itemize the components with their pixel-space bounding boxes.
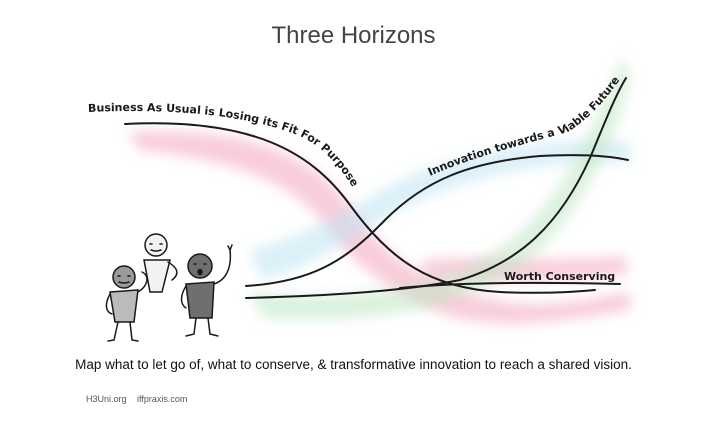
horizon-2-label: Worth Conserving: [504, 270, 615, 283]
horizon-1-curve: [124, 122, 596, 294]
horizon-2-band: [250, 56, 630, 320]
person-middle-figure: [143, 233, 178, 293]
horizon-3-curve: [245, 154, 629, 287]
slide-title: Three Horizons: [271, 22, 436, 49]
worth-conserving-curve: [399, 281, 621, 289]
footer-link-h3uni[interactable]: H3Uni.org: [86, 394, 127, 404]
horizon-2-curve: [245, 77, 627, 299]
footer-link-iffpraxis[interactable]: iffpraxis.com: [137, 394, 188, 404]
footer: H3Uni.org iffpraxis.com: [86, 394, 187, 404]
person-left-figure: [105, 265, 148, 342]
person-right-figure: [180, 244, 233, 337]
caption: Map what to let go of, what to conserve,…: [75, 357, 632, 372]
